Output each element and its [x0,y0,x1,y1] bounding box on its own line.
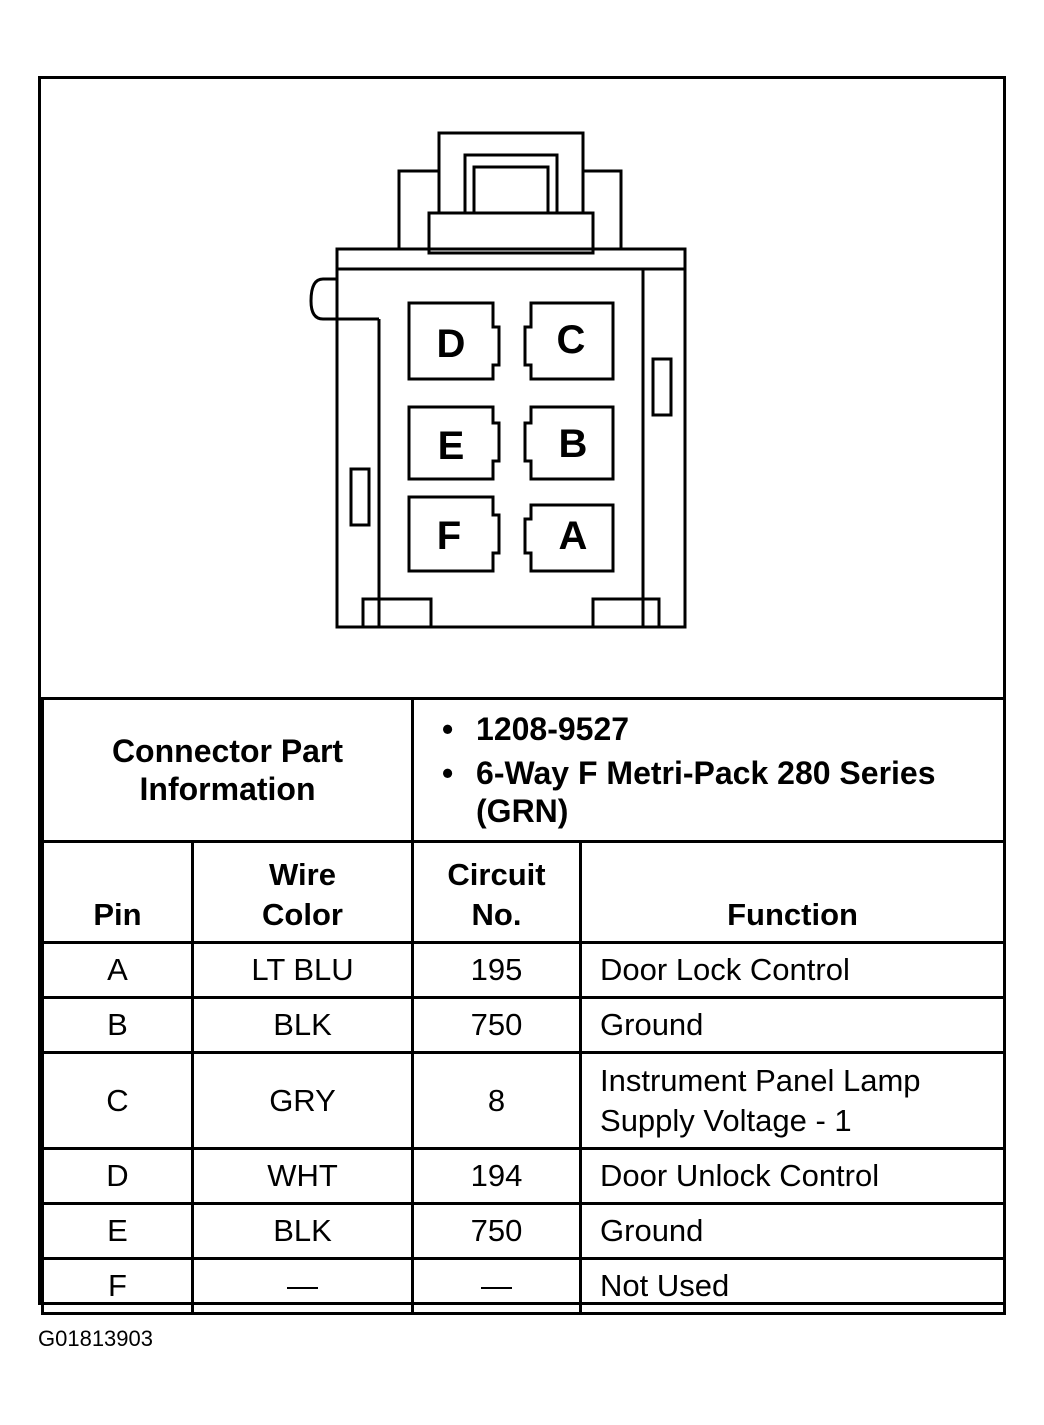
function-cell: Ground [579,996,1007,1054]
pin-cell: A [41,941,194,999]
part-info-label: Connector Part Information [40,697,415,843]
pin-label-C: C [557,318,586,362]
pin-cell: C [41,1051,194,1150]
pin-cavity-F [407,495,501,573]
circuit-cell: — [411,1257,583,1315]
part-info-details: 1208-9527 6-Way F Metri-Pack 280 Series … [411,697,1007,843]
pin-label-D: D [437,322,466,366]
connector-diagram: D C E B F A [41,79,1003,697]
pin-cavity-D [407,301,501,381]
pin-cavity-E [407,405,501,481]
table-row: C GRY 8 Instrument Panel Lamp Supply Vol… [41,1051,1007,1150]
pin-label-F: F [437,514,461,558]
circuit-cell: 750 [411,1202,583,1260]
pin-label-E: E [438,424,465,468]
function-cell: Not Used [579,1257,1007,1315]
wire-color-cell: LT BLU [190,941,415,999]
header-pin: Pin [41,840,194,944]
pin-cavity-B [523,405,615,481]
pin-cell: F [41,1257,194,1315]
wire-color-cell: GRY [190,1051,415,1150]
wire-color-cell: BLK [190,996,415,1054]
circuit-cell: 8 [411,1051,583,1150]
pin-cavity-C [523,301,615,381]
figure-id: G01813903 [38,1326,153,1351]
part-number: 1208-9527 [442,710,1003,748]
connector-info-table: Connector Part Information 1208-9527 6-W… [40,697,1007,1315]
connector-figure-frame: D C E B F A Connector Part Information 1… [38,76,1007,1315]
header-circuit-no: Circuit No. [411,840,583,944]
wire-color-cell: WHT [190,1147,415,1205]
header-wire-color: Wire Color [190,840,415,944]
header-function: Function [579,840,1007,944]
connector-type: 6-Way F Metri-Pack 280 Series (GRN) [442,754,1003,830]
wire-color-cell: BLK [190,1202,415,1260]
wire-color-cell: — [190,1257,415,1315]
pin-cell: B [41,996,194,1054]
table-header-row: Pin Wire Color Circuit No. Function [41,840,1007,944]
pin-cell: D [41,1147,194,1205]
pin-cavity-A [523,503,615,573]
table-row: A LT BLU 195 Door Lock Control [41,941,1007,999]
table-row: B BLK 750 Ground [41,996,1007,1054]
part-info-row: Connector Part Information 1208-9527 6-W… [40,697,1007,843]
circuit-cell: 195 [411,941,583,999]
connector-drawing: D C E B F A [309,131,687,629]
table-row: F — — Not Used [41,1257,1007,1315]
function-cell: Instrument Panel Lamp Supply Voltage - 1 [579,1051,1007,1150]
function-cell: Door Unlock Control [579,1147,1007,1205]
function-cell: Ground [579,1202,1007,1260]
pin-label-B: B [559,422,588,466]
circuit-cell: 750 [411,996,583,1054]
function-cell: Door Lock Control [579,941,1007,999]
circuit-cell: 194 [411,1147,583,1205]
pin-label-A: A [559,514,588,558]
table-row: D WHT 194 Door Unlock Control [41,1147,1007,1205]
pin-cell: E [41,1202,194,1260]
table-row: E BLK 750 Ground [41,1202,1007,1260]
